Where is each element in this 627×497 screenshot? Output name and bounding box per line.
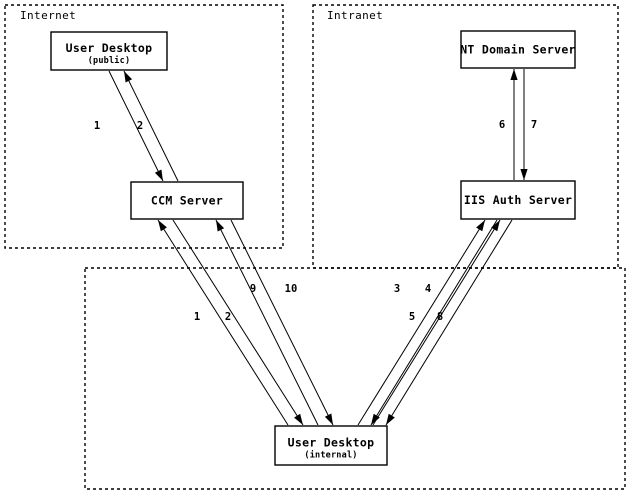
node-box bbox=[460, 180, 576, 220]
flow-line bbox=[172, 219, 304, 426]
flow-line bbox=[230, 219, 334, 426]
arrow-head-icon bbox=[154, 169, 163, 181]
flow-1-public-to-ccm bbox=[108, 70, 164, 182]
flow-2-ccm-to-internal bbox=[172, 219, 304, 426]
step-label-4: 4 bbox=[425, 283, 431, 295]
zone-internet-boundary bbox=[4, 4, 284, 249]
arrow-head-icon bbox=[371, 413, 380, 425]
zones-layer bbox=[4, 4, 626, 490]
zone-label-internet: Internet bbox=[20, 9, 76, 22]
flow-line bbox=[157, 219, 289, 426]
arrow-head-icon bbox=[124, 71, 133, 83]
arrow-head-icon bbox=[324, 413, 333, 425]
arrow-head-icon bbox=[386, 413, 395, 425]
arrow-head-icon bbox=[476, 220, 485, 232]
node-box bbox=[274, 425, 388, 466]
step-label-9: 9 bbox=[250, 283, 256, 295]
step-label-1-public: 1 bbox=[94, 120, 100, 132]
step-label-1-internal: 1 bbox=[194, 311, 200, 323]
flow-4-iis-to-internal bbox=[370, 219, 498, 426]
flow-3-internal-to-iis bbox=[357, 219, 486, 426]
node-title: User Desktop bbox=[66, 41, 153, 55]
flow-1-internal-to-ccm bbox=[157, 219, 289, 426]
step-label-6: 6 bbox=[499, 119, 505, 131]
step-label-8: 8 bbox=[437, 311, 443, 323]
flow-line bbox=[357, 219, 486, 426]
step-label-3: 3 bbox=[394, 283, 400, 295]
node-box bbox=[460, 30, 576, 69]
arrow-head-icon bbox=[158, 220, 167, 232]
flow-line bbox=[123, 70, 179, 182]
zone-internal-lan-boundary bbox=[84, 267, 626, 490]
zone-labels-layer: Internet Intranet bbox=[20, 9, 383, 22]
flow-line bbox=[215, 219, 319, 426]
arrow-head-icon bbox=[294, 413, 303, 425]
node-user-desktop-public[interactable]: User Desktop (public) bbox=[50, 31, 168, 71]
node-title: CCM Server bbox=[151, 194, 223, 208]
arrow-head-icon bbox=[491, 220, 500, 232]
flow-10-ccm-to-internal bbox=[230, 219, 334, 426]
flows-layer bbox=[108, 69, 528, 426]
step-label-5: 5 bbox=[409, 311, 415, 323]
node-title: User Desktop bbox=[288, 436, 375, 450]
step-labels-layer: 1 2 1 2 3 4 5 8 6 7 9 10 bbox=[94, 119, 537, 323]
node-ccm-server[interactable]: CCM Server bbox=[130, 181, 244, 220]
flow-9-internal-to-ccm bbox=[215, 219, 319, 426]
flow-line bbox=[370, 219, 498, 426]
flow-line bbox=[372, 219, 501, 426]
flow-8-iis-to-internal bbox=[385, 219, 513, 426]
nodes-layer: User Desktop (public) CCM Server NT Doma… bbox=[50, 30, 576, 466]
node-title: IIS Auth Server bbox=[464, 193, 572, 207]
node-box bbox=[50, 31, 168, 71]
node-user-desktop-internal[interactable]: User Desktop (internal) bbox=[274, 425, 388, 466]
flow-7-nt-to-iis bbox=[520, 69, 528, 180]
arrow-head-icon bbox=[216, 220, 225, 232]
flow-5-internal-to-iis bbox=[372, 219, 501, 426]
arrow-head-icon bbox=[520, 169, 528, 180]
step-label-2-public: 2 bbox=[137, 120, 143, 132]
step-label-7: 7 bbox=[531, 119, 537, 131]
node-subtitle: (public) bbox=[88, 55, 131, 66]
node-subtitle: (internal) bbox=[304, 450, 357, 461]
arrow-head-icon bbox=[510, 69, 518, 80]
node-nt-domain-server[interactable]: NT Domain Server bbox=[460, 30, 576, 69]
flow-line bbox=[108, 70, 164, 182]
step-label-2-internal: 2 bbox=[225, 311, 231, 323]
node-title: NT Domain Server bbox=[460, 43, 576, 57]
node-box bbox=[130, 181, 244, 220]
zone-label-intranet: Intranet bbox=[327, 9, 383, 22]
node-iis-auth-server[interactable]: IIS Auth Server bbox=[460, 180, 576, 220]
flow-line bbox=[385, 219, 513, 426]
flow-2-ccm-to-public bbox=[123, 70, 179, 182]
step-label-10: 10 bbox=[285, 283, 298, 295]
flow-6-iis-to-nt bbox=[510, 69, 518, 180]
